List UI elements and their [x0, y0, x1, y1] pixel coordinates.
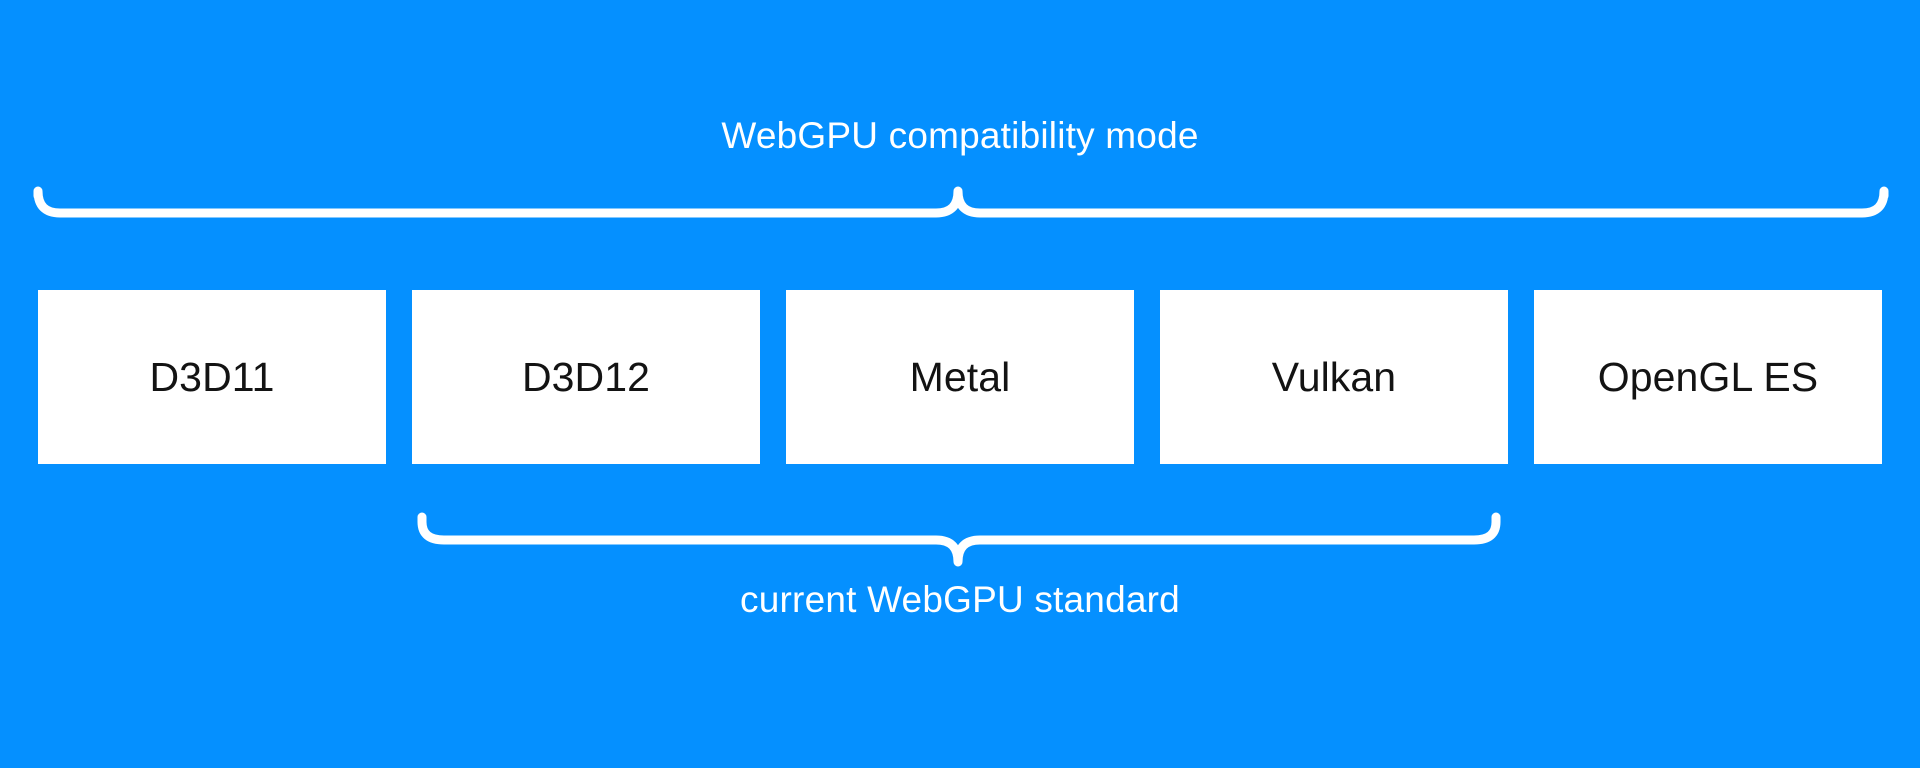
api-box-label: Vulkan — [1271, 354, 1397, 400]
api-box-d3d12[interactable]: D3D12 — [412, 290, 760, 464]
api-box-label: OpenGL ES — [1597, 354, 1819, 400]
api-box-label: D3D11 — [149, 354, 275, 400]
bottom-group-caption: current WebGPU standard — [740, 579, 1180, 620]
top-brace-icon — [33, 186, 1889, 218]
bottom-brace-icon — [417, 512, 1501, 567]
api-box-opengl-es[interactable]: OpenGL ES — [1534, 290, 1882, 464]
api-box-label: D3D12 — [521, 354, 651, 400]
api-box-label: Metal — [909, 354, 1011, 400]
api-box-metal[interactable]: Metal — [786, 290, 1134, 464]
api-box-d3d11[interactable]: D3D11 — [38, 290, 386, 464]
top-group-caption: WebGPU compatibility mode — [721, 115, 1199, 156]
api-box-vulkan[interactable]: Vulkan — [1160, 290, 1508, 464]
api-boxes-row: D3D11 D3D12 Metal Vulkan OpenGL ES — [38, 290, 1882, 464]
